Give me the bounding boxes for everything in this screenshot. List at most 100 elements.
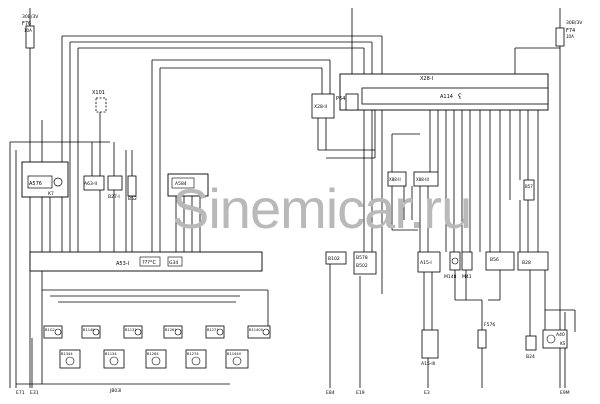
component-b52: B52 [127,175,137,202]
a63-label: A63-II [84,181,97,187]
fuse-f76: 30B/3V F76 10A [22,14,39,49]
fuse-f74: F74 10A 30B/3V [555,20,583,47]
sensor-top-label-5: B1140II [249,328,263,332]
b56-label: B56 [490,257,499,263]
p64-label: P64 [336,96,345,102]
fuse-f76-label: F76 [22,21,31,27]
x88-ii-label: X88-II [389,177,401,182]
sensor-bottom-label-1: B1134 [105,352,117,356]
fuse-f74-label: F74 [566,28,575,34]
ground-label-5: E9M [560,390,570,396]
sensor-top-label-0: B1G2 [45,328,55,332]
sensor-b5: B1144II [225,349,249,369]
component-a584: A584 [167,173,209,197]
b27-label: B27-I [108,194,120,200]
a53-unit: G34 [169,260,178,266]
x88-iii-label: X88-III [416,177,429,182]
fuse-f74-supply: 30B/3V [566,20,583,26]
b502-label: B502 [356,263,368,269]
sensor-b3: B1264 [145,349,167,369]
connector-x28-ii: X28-II [311,93,335,119]
sensor-6: B1140II [247,325,271,339]
sensor-top-label-1: B114II [83,328,94,332]
b24-label: B24 [526,354,535,360]
relay-coil-icon [53,177,63,187]
wire-lines [9,8,576,388]
sensor-bottom-label-4: B1144II [227,352,241,356]
sensor-2: B114II [81,325,101,339]
sensor-4: B1261 [163,325,183,339]
sensor-bottom-label-0: B1344 [61,352,73,356]
fuse-f74-rating: 10A [566,34,574,39]
component-a15: A15-I A15-III [417,251,441,367]
a584-label: A584 [175,181,187,187]
ground-label-2: E84 [326,390,335,396]
component-a576: A576 K7 [21,161,69,198]
ground-label-1: E31 [30,390,39,396]
m148-label: M148 [444,274,457,280]
component-b102: B102 [325,251,347,265]
sensor-b1: B1344 [59,349,81,369]
sensor-bottom-label-2: B1264 [147,352,159,356]
a576-label: A576 [29,181,42,187]
component-b56: B56 [485,251,515,271]
connector-x101: X101 [92,90,107,113]
sensor-3: B1131 [123,325,143,339]
connector-x28-ii-label: X28-II [314,104,327,110]
a53-display-box [139,256,161,267]
a40-side-label: KS [560,341,566,346]
f576-label: F576 [484,322,495,328]
a114-label: A114 [440,94,453,100]
connector-x28-label: X28-I [420,76,433,82]
motor-icon [451,257,459,265]
ground-label-4: E3 [424,390,430,396]
sensor-top-label-2: B1131 [125,328,137,332]
k7-label: K7 [48,191,54,197]
b57-label: B57 [525,184,533,189]
component-p64: P64 [336,93,359,111]
component-b57: B57 [523,179,535,201]
sensor-b2: B1134 [103,349,125,369]
sensor-row-bottom: B1344 B1134 B1264 B1274 B1144II [59,349,249,369]
connector-x88-ii: X88-II [387,171,407,187]
b578-label: B578 [356,255,368,261]
x101-label: X101 [92,90,105,96]
sensor-row-top: B1G2 B114II B1131 B1261 B1271 B1140II [43,325,271,339]
component-a63: A63-II [83,175,105,191]
component-a40: A40 KS [542,329,568,349]
sensor-top-label-3: B1261 [165,328,177,332]
connector-x28: X28-I A114 ʕ [339,73,549,111]
component-b24: B24 [525,335,537,360]
sensor-bottom-label-3: B1274 [187,352,199,356]
ground-label-3: E19 [356,390,365,396]
sensor-b4: B1274 [185,349,207,369]
fuse-f76-rating: 10A [24,28,32,33]
sensor-top-label-4: B1271 [207,328,219,332]
bottom-note: JB03I [109,388,121,394]
a15-iii-label: A15-III [421,361,435,367]
component-m148: M148 [444,251,461,280]
b52-label: B52 [128,196,137,202]
a15-i-label: A15-I [420,260,432,266]
m41-label: M41 [462,274,472,280]
ground-labels: E71 E31 E84 E19 E3 E9M JB03I [16,388,570,396]
connector-x88-iii: X88-III [413,171,439,187]
component-a53: A53-I ???°C G34 [29,251,263,272]
fuse-f76-supply: 30B/3V [22,14,39,20]
ground-label-0: E71 [16,390,25,396]
component-f576: F576 [477,322,495,349]
a53-label: A53-I [116,261,129,267]
actuator-icon [546,334,556,344]
sensor-1: B1G2 [43,325,63,339]
b28-label: B28 [522,260,531,266]
component-b578: B578 B502 [353,251,377,275]
b102-label: B102 [328,256,340,262]
thermometer-icon: ʕ [458,93,462,101]
a53-display: ???°C [142,260,156,266]
component-b28: B28 [517,251,549,271]
sensor-5: B1271 [205,325,225,339]
component-m41: M41 [461,251,473,280]
a40-label: A40 [556,332,565,338]
